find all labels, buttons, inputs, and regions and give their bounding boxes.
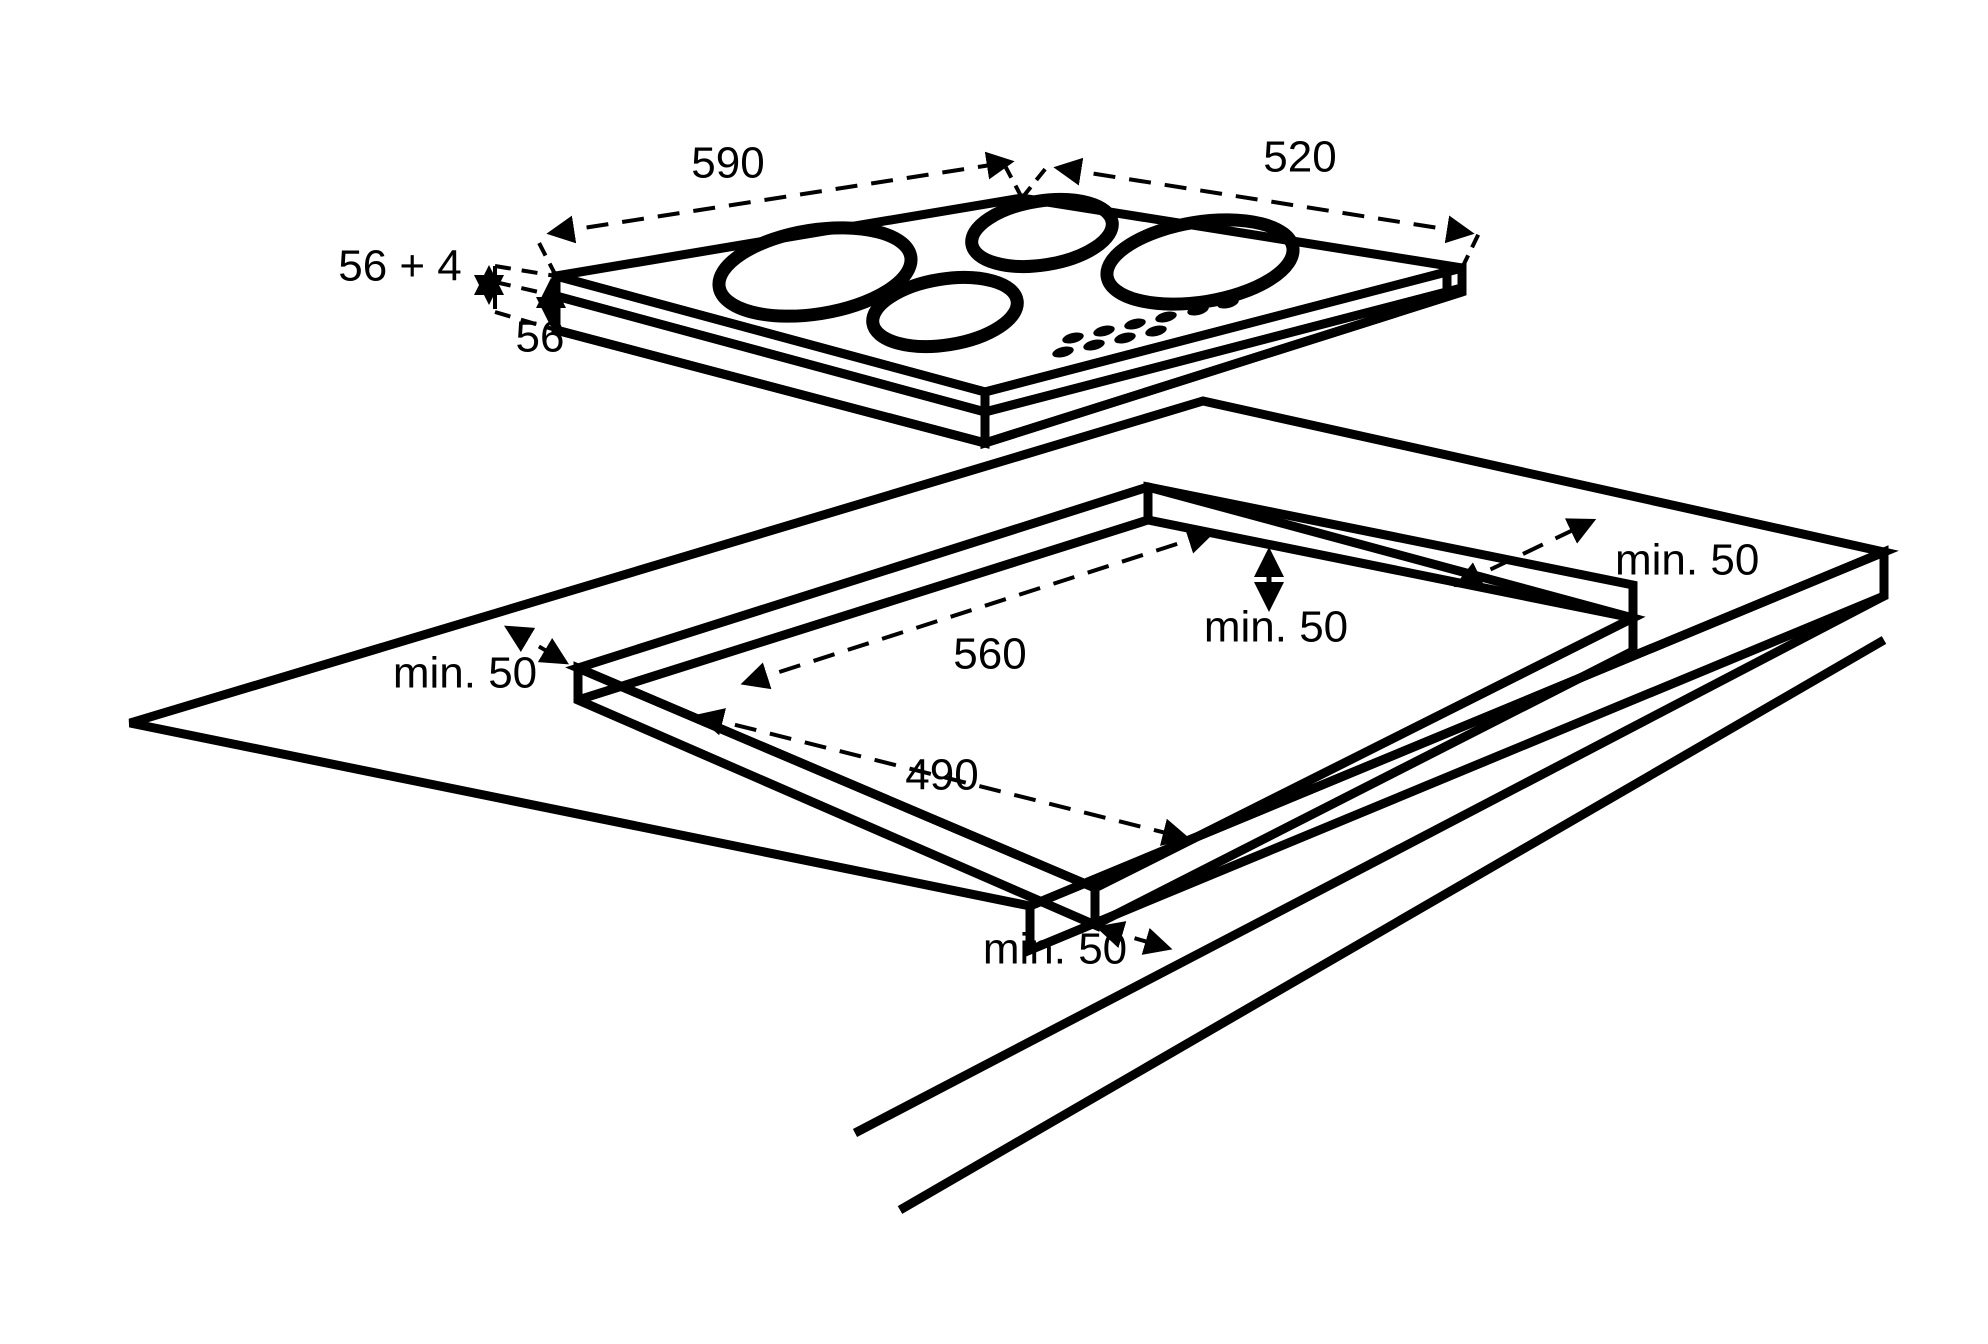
label-cutout-width: 560 <box>953 630 1026 679</box>
label-hob-thickness: 56 + 4 <box>338 242 462 291</box>
label-clearance-back: min. 50 <box>1204 603 1348 652</box>
hob-assembly <box>551 192 1467 450</box>
cooking-zone-front-right <box>866 270 1024 354</box>
cutout-inner-bottom-wall <box>1092 646 1636 930</box>
label-hob-depth: 520 <box>1263 133 1336 182</box>
dimension-cutout-depth: 490 <box>695 708 1191 846</box>
label-clearance-right: min. 50 <box>1615 536 1759 585</box>
thickness-guide-mid <box>494 280 557 298</box>
ext-line-520-right <box>1460 230 1482 269</box>
ext-line-520-left <box>1020 161 1052 200</box>
dimension-clearance-right: min. 50 <box>1453 518 1759 588</box>
label-cutout-depth: 490 <box>905 751 978 800</box>
ext-line-590-right <box>1000 159 1024 199</box>
dimension-clearance-left: min. 50 <box>393 625 570 698</box>
label-hob-body-height: 56 <box>516 313 565 362</box>
dimension-hob-width: 590 <box>534 139 1024 277</box>
ext-line-590-left <box>534 236 558 277</box>
label-clearance-front: min. 50 <box>983 925 1127 974</box>
worktop-front-lower-edge2 <box>897 636 1887 1214</box>
thickness-guide-bottom <box>494 310 557 332</box>
dim-line-clearance-front <box>1095 921 1173 955</box>
thickness-guide-top <box>494 264 557 278</box>
dimension-hob-depth: 520 <box>1020 133 1482 269</box>
dimension-clearance-front: min. 50 <box>983 921 1173 974</box>
dim-line-590 <box>546 151 1015 244</box>
control-panel-dots[interactable] <box>1051 295 1240 359</box>
dim-line-clearance-left <box>503 625 570 665</box>
worktop-front-lower-edge <box>852 592 1887 1137</box>
label-clearance-left: min. 50 <box>393 649 537 698</box>
dim-line-clearance-right <box>1453 518 1597 588</box>
dim-line-490 <box>695 708 1191 846</box>
dimension-hob-thickness: 56 + 4 56 <box>338 242 566 362</box>
dimension-clearance-back: min. 50 <box>1204 547 1348 652</box>
worktop-assembly <box>128 396 1899 1214</box>
dim-line-560 <box>740 526 1216 690</box>
label-hob-width: 590 <box>691 139 764 188</box>
dimension-cutout-width: 560 <box>740 526 1216 690</box>
